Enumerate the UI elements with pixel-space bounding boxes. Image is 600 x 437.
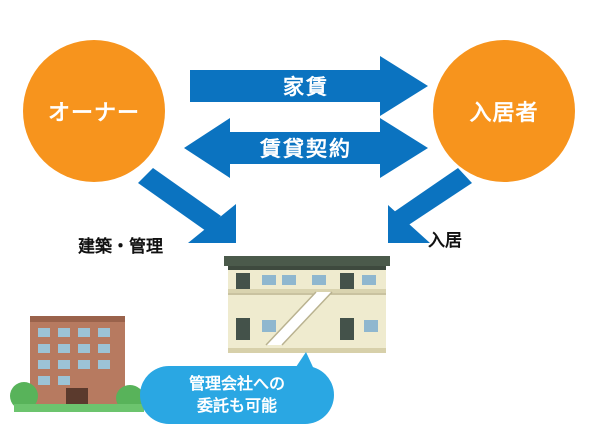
rent-arrow-label: 家賃: [283, 75, 329, 99]
tenant-circle: [433, 40, 575, 182]
tenant-label: 入居者: [469, 101, 539, 126]
owner-to-building-label: 建築・管理: [78, 237, 163, 257]
owner-circle: [23, 40, 165, 182]
speech-bubble: [140, 352, 334, 424]
bubble-line-1: 管理会社への: [188, 374, 286, 393]
owner-to-building-arrow: [138, 168, 236, 243]
contract-arrow: [184, 118, 428, 178]
contract-arrow-label: 賃貸契約: [260, 137, 352, 161]
apartment-building-icon: [224, 256, 390, 353]
tenant-to-building-label: 入居: [428, 231, 462, 251]
tenant-to-building-arrow: [388, 168, 472, 243]
owner-label: オーナー: [47, 101, 141, 126]
rent-arrow: [190, 56, 428, 116]
bubble-line-2: 委託も可能: [196, 396, 278, 415]
office-building-icon: [10, 316, 144, 412]
